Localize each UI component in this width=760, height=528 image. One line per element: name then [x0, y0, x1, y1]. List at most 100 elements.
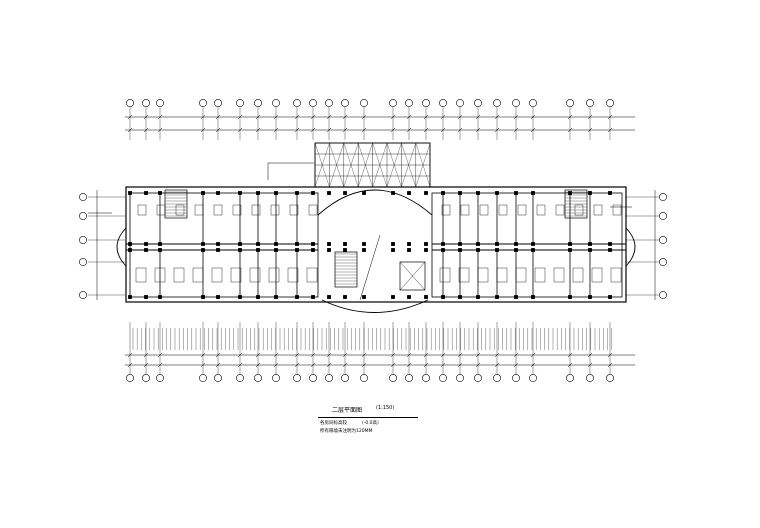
dimension-tick	[530, 127, 536, 133]
grid-bubble	[156, 99, 164, 107]
fixture	[289, 204, 299, 216]
dimension-tick	[255, 352, 261, 358]
dimension-tick	[494, 127, 500, 133]
grid-bubble	[566, 99, 574, 107]
structural-column	[608, 191, 612, 195]
structural-column	[256, 191, 260, 195]
structural-column	[514, 242, 518, 246]
structural-column	[391, 242, 395, 246]
skylight-diagonal	[401, 142, 416, 188]
structural-column	[588, 242, 592, 246]
grid-bubble	[422, 374, 430, 382]
dimension-tick	[237, 127, 243, 133]
structural-column	[441, 191, 445, 195]
structural-column	[424, 295, 428, 299]
dimension-tick	[494, 362, 500, 368]
structural-column	[216, 191, 220, 195]
structural-column	[256, 248, 260, 252]
structural-column	[274, 248, 278, 252]
toilet-cubicle	[211, 267, 223, 283]
structural-column	[531, 248, 535, 252]
fixture	[536, 204, 546, 216]
dimension-tick	[423, 114, 429, 120]
note-partition-walls: 所有隔墙未注明为120MM	[320, 429, 373, 434]
grid-bubble	[529, 99, 537, 107]
dimension-tick	[440, 352, 446, 358]
grid-bubble	[293, 99, 301, 107]
dimension-tick	[607, 114, 613, 120]
fixture	[460, 204, 470, 216]
grid-bubble	[325, 99, 333, 107]
dimension-tick	[513, 352, 519, 358]
grid-bubble	[199, 99, 207, 107]
dimension-tick	[457, 362, 463, 368]
structural-column	[391, 248, 395, 252]
skylight-diagonal	[415, 142, 431, 188]
structural-column	[128, 248, 132, 252]
dimension-tick	[587, 352, 593, 358]
structural-column	[531, 191, 535, 195]
structural-column	[311, 295, 315, 299]
dimension-tick	[406, 352, 412, 358]
grid-bubble	[606, 374, 614, 382]
grid-bubble	[659, 291, 667, 299]
dimension-tick	[273, 362, 279, 368]
grid-bubble	[325, 374, 333, 382]
fixture	[308, 204, 318, 216]
skylight-diagonal	[386, 142, 402, 188]
structural-column	[343, 191, 347, 195]
east-bay	[625, 227, 636, 267]
grid-bubble	[474, 99, 482, 107]
grid-bubble	[214, 99, 222, 107]
grid-bubble	[405, 374, 413, 382]
dimension-tick	[157, 362, 163, 368]
dimension-tick	[273, 114, 279, 120]
dimension-tick	[567, 352, 573, 358]
structural-column	[362, 248, 366, 252]
dimension-tick	[361, 352, 367, 358]
west-bay	[116, 227, 127, 267]
structural-column	[238, 295, 242, 299]
toilet-cubicle	[534, 267, 546, 283]
structural-column	[327, 295, 331, 299]
toilet-cubicle	[439, 267, 451, 283]
fixture	[270, 204, 280, 216]
grid-bubble	[566, 374, 574, 382]
toilet-cubicle	[306, 267, 318, 283]
dimension-tick	[361, 114, 367, 120]
grid-bubble	[341, 374, 349, 382]
toilet-cubicle	[515, 267, 527, 283]
structural-column	[343, 242, 347, 246]
structural-column	[311, 248, 315, 252]
structural-column	[495, 242, 499, 246]
dimension-tick	[127, 127, 133, 133]
dimension-tick	[294, 127, 300, 133]
dimension-tick	[294, 362, 300, 368]
grid-bubble	[493, 374, 501, 382]
dimension-tick	[200, 127, 206, 133]
structural-column	[144, 191, 148, 195]
dimension-tick	[157, 127, 163, 133]
structural-column	[238, 242, 242, 246]
dimension-tick	[567, 362, 573, 368]
dimension-tick	[255, 114, 261, 120]
structural-column	[144, 248, 148, 252]
dimension-tick	[513, 114, 519, 120]
title-underline	[318, 417, 418, 418]
dimension-tick	[406, 114, 412, 120]
skylight-diagonal	[329, 142, 344, 188]
note-elevation-value: (-0.0高)	[362, 421, 379, 426]
structural-column	[514, 191, 518, 195]
second-floor-plan	[79, 99, 667, 382]
structural-column	[362, 242, 366, 246]
structural-column	[311, 242, 315, 246]
grid-bubble	[405, 99, 413, 107]
structural-column	[238, 191, 242, 195]
grid-bubble	[456, 374, 464, 382]
structural-column	[424, 191, 428, 195]
fixture	[517, 204, 527, 216]
structural-column	[144, 242, 148, 246]
structural-column	[568, 242, 572, 246]
dimension-tick	[567, 127, 573, 133]
title-block: 二层平面图 (1:150) 各房间标高较 (-0.0高) 所有隔墙未注明为120…	[318, 405, 418, 434]
